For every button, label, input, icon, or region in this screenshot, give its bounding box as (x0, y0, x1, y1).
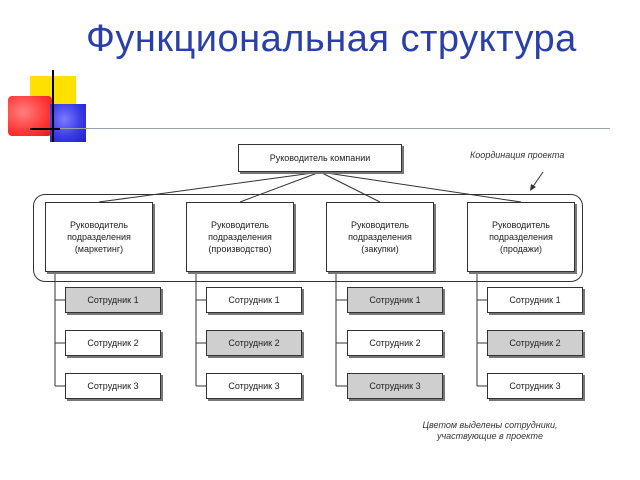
link-ceo-head-3 (319, 171, 381, 203)
department-group-frame (33, 194, 583, 282)
decor-blue-square (50, 104, 86, 142)
employee-3-3: Сотрудник 3 (347, 373, 443, 399)
decor-vertical-rule (52, 70, 54, 142)
decor-rule-accent (30, 128, 60, 130)
employee-1-3: Сотрудник 3 (65, 373, 161, 399)
employee-2-2: Сотрудник 2 (206, 330, 302, 356)
employee-2-3: Сотрудник 3 (206, 373, 302, 399)
note-coordination: Координация проекта (470, 150, 565, 160)
employee-4-2: Сотрудник 2 (487, 330, 583, 356)
link-ceo-head-1 (98, 171, 321, 203)
arrow-head (530, 184, 536, 191)
link-arrow-coordination (531, 171, 544, 189)
employee-1-1: Сотрудник 1 (65, 287, 161, 313)
employee-2-1: Сотрудник 1 (206, 287, 302, 313)
employee-4-1: Сотрудник 1 (487, 287, 583, 313)
employee-3-2: Сотрудник 2 (347, 330, 443, 356)
link-ceo-head-4 (319, 171, 522, 203)
employee-1-2: Сотрудник 2 (65, 330, 161, 356)
department-head-4: Руководитель подразделения (продажи) (467, 202, 575, 272)
page-title: Функциональная структура (86, 18, 577, 60)
department-head-3: Руководитель подразделения (закупки) (326, 202, 434, 272)
employee-3-1: Сотрудник 1 (347, 287, 443, 313)
employee-4-3: Сотрудник 3 (487, 373, 583, 399)
department-head-2: Руководитель подразделения (производство… (186, 202, 294, 272)
link-ceo-head-2 (239, 171, 321, 203)
department-head-1: Руководитель подразделения (маркетинг) (45, 202, 153, 272)
ceo-box: Руководитель компании (238, 144, 402, 172)
note-legend: Цветом выделены сотрудники, участвующие … (422, 420, 558, 441)
decor-horizontal-rule (30, 128, 610, 129)
